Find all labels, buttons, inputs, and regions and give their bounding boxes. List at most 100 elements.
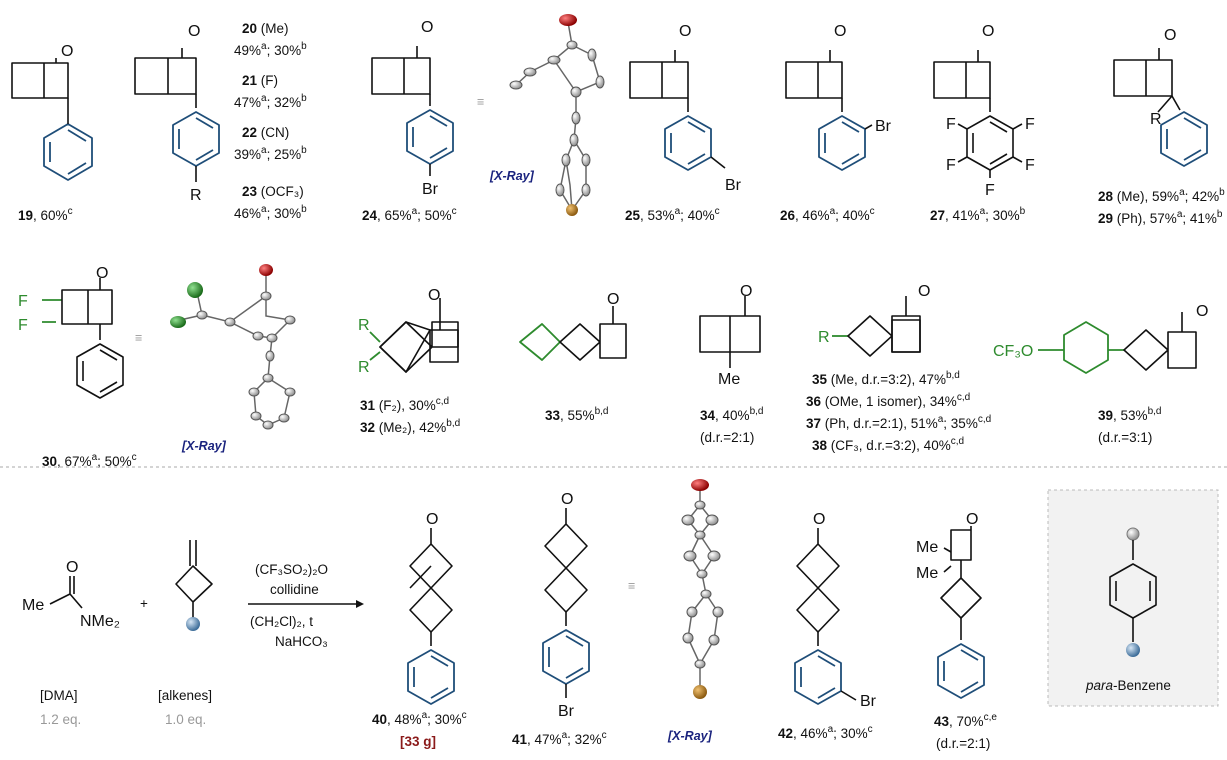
compound-30: F F O 30, 67%a; 50%c bbox=[18, 265, 137, 469]
svg-text:Br: Br bbox=[725, 177, 742, 194]
svg-text:31 (F₂), 30%c,d: 31 (F₂), 30%c,d bbox=[360, 396, 449, 413]
svg-text:(CH₂Cl)₂, t: (CH₂Cl)₂, t bbox=[250, 614, 313, 629]
svg-text:Br: Br bbox=[860, 693, 877, 710]
compound-34: O Me 34, 40%b,d (d.r.=2:1) bbox=[699, 283, 763, 445]
svg-text:24, 65%a; 50%c: 24, 65%a; 50%c bbox=[362, 206, 457, 223]
svg-text:(CF₃SO₂)₂O: (CF₃SO₂)₂O bbox=[255, 562, 328, 577]
svg-text:O: O bbox=[607, 291, 619, 308]
svg-text:F: F bbox=[18, 317, 28, 334]
svg-text:[alkenes]: [alkenes] bbox=[158, 688, 212, 703]
compound-31-32: R R O 31 (F₂), 30%c,d 32 (Me₂), 42%b,d bbox=[358, 287, 460, 435]
svg-text:39, 53%b,d: 39, 53%b,d bbox=[1098, 406, 1161, 423]
svg-text:22 (CN): 22 (CN) bbox=[242, 125, 289, 140]
svg-text:NMe₂: NMe₂ bbox=[80, 613, 120, 630]
svg-text:29 (Ph), 57%a; 41%b: 29 (Ph), 57%a; 41%b bbox=[1098, 209, 1223, 226]
svg-text:R: R bbox=[1150, 111, 1162, 128]
compound-28-29: O R 28 (Me), 59%a; 42%b 29 (Ph), 57%a; 4… bbox=[1098, 27, 1225, 226]
svg-text:(d.r.=2:1): (d.r.=2:1) bbox=[936, 736, 990, 751]
compound-25: O Br 25, 53%a; 40%c bbox=[625, 23, 742, 223]
compound-35-38: R O 35 (Me, d.r.=3:2), 47%b,d 36 (OMe, 1… bbox=[806, 283, 991, 453]
svg-text:1.0 eq.: 1.0 eq. bbox=[165, 712, 206, 727]
plus-sign: + bbox=[140, 596, 148, 611]
svg-text:23 (OCF₃): 23 (OCF₃) bbox=[242, 184, 304, 199]
svg-text:42, 46%a; 30%c: 42, 46%a; 30%c bbox=[778, 724, 873, 741]
svg-text:F: F bbox=[1025, 116, 1035, 133]
svg-text:F: F bbox=[18, 293, 28, 310]
svg-text:Br: Br bbox=[875, 118, 892, 135]
compound-42: O Br 42, 46%a; 30%c bbox=[778, 511, 877, 741]
xray-structure-41 bbox=[681, 479, 724, 699]
svg-text:≡: ≡ bbox=[628, 579, 635, 593]
svg-text:[DMA]: [DMA] bbox=[40, 688, 78, 703]
svg-text:R: R bbox=[818, 329, 830, 346]
svg-text:33, 55%b,d: 33, 55%b,d bbox=[545, 406, 608, 423]
svg-text:(d.r.=2:1): (d.r.=2:1) bbox=[700, 430, 754, 445]
xray-label: [X-Ray] bbox=[489, 169, 535, 183]
svg-text:20 (Me): 20 (Me) bbox=[242, 21, 289, 36]
compound-41: O Br 41, 47%a; 32%c bbox=[512, 491, 607, 747]
svg-text:41, 47%a; 32%c: 41, 47%a; 32%c bbox=[512, 730, 607, 747]
compound-24: O Br 24, 65%a; 50%c bbox=[362, 19, 457, 223]
svg-text:≡: ≡ bbox=[135, 331, 142, 345]
svg-text:NaHCO₃: NaHCO₃ bbox=[275, 634, 328, 649]
svg-text:32 (Me₂), 42%b,d: 32 (Me₂), 42%b,d bbox=[360, 418, 460, 435]
svg-text:O: O bbox=[679, 23, 691, 40]
svg-text:Br: Br bbox=[422, 181, 439, 198]
svg-text:38 (CF₃, d.r.=3:2), 40%c,d: 38 (CF₃, d.r.=3:2), 40%c,d bbox=[812, 436, 964, 453]
svg-text:21 (F): 21 (F) bbox=[242, 73, 278, 88]
label-19: 19, 60%c bbox=[18, 206, 73, 223]
svg-text:47%a; 32%b: 47%a; 32%b bbox=[234, 93, 307, 110]
svg-text:O: O bbox=[834, 23, 846, 40]
compound-20-23: O R 20 (Me) 49%a; 30%b 21 (F) 47%a; 32%b… bbox=[134, 21, 307, 221]
svg-text:O: O bbox=[426, 511, 438, 528]
svg-text:1.2 eq.: 1.2 eq. bbox=[40, 712, 81, 727]
svg-text:46%a; 30%b: 46%a; 30%b bbox=[234, 204, 307, 221]
svg-text:Me: Me bbox=[22, 597, 44, 614]
svg-text:CF₃O: CF₃O bbox=[993, 343, 1033, 360]
svg-text:O: O bbox=[1164, 27, 1176, 44]
svg-text:40, 48%a; 30%c: 40, 48%a; 30%c bbox=[372, 710, 467, 727]
svg-text:34, 40%b,d: 34, 40%b,d bbox=[700, 406, 763, 423]
reagent-alkene: [alkenes] 1.0 eq. bbox=[158, 540, 213, 727]
svg-text:O: O bbox=[918, 283, 930, 300]
svg-text:R: R bbox=[190, 187, 202, 204]
svg-text:36 (OMe, 1 isomer), 34%c,d: 36 (OMe, 1 isomer), 34%c,d bbox=[806, 392, 970, 409]
compound-27: O F F F F F 27, 41%a; 30%b bbox=[930, 23, 1035, 223]
svg-text:35 (Me, d.r.=3:2), 47%b,d: 35 (Me, d.r.=3:2), 47%b,d bbox=[812, 370, 960, 387]
reaction-arrow: (CF₃SO₂)₂O collidine (CH₂Cl)₂, t NaHCO₃ bbox=[248, 562, 364, 649]
oxygen-atom: O bbox=[61, 43, 73, 60]
svg-text:O: O bbox=[96, 265, 108, 282]
compound-43: O Me Me 43, 70%c,e (d.r.=2:1) bbox=[916, 511, 997, 751]
svg-text:R: R bbox=[358, 359, 370, 376]
xray-structure-24 bbox=[509, 14, 605, 216]
svg-text:30, 67%a; 50%c: 30, 67%a; 50%c bbox=[42, 452, 137, 469]
svg-text:F: F bbox=[985, 182, 995, 199]
svg-text:O: O bbox=[188, 23, 200, 40]
svg-text:collidine: collidine bbox=[270, 582, 319, 597]
svg-text:(d.r.=3:1): (d.r.=3:1) bbox=[1098, 430, 1152, 445]
svg-text:O: O bbox=[428, 287, 440, 304]
compound-19: O 19, 60%c bbox=[11, 43, 93, 223]
svg-text:O: O bbox=[421, 19, 433, 36]
svg-text:Me: Me bbox=[718, 371, 740, 388]
svg-text:Br: Br bbox=[558, 703, 575, 720]
svg-text:25, 53%a; 40%c: 25, 53%a; 40%c bbox=[625, 206, 720, 223]
svg-text:O: O bbox=[1196, 303, 1208, 320]
para-benzene-label: para-Benzene bbox=[1085, 678, 1171, 693]
svg-text:Me: Me bbox=[916, 565, 938, 582]
svg-text:43, 70%c,e: 43, 70%c,e bbox=[934, 712, 997, 729]
svg-text:Me: Me bbox=[916, 539, 938, 556]
svg-text:49%a; 30%b: 49%a; 30%b bbox=[234, 41, 307, 58]
reagent-dma: Me O NMe₂ [DMA] 1.2 eq. bbox=[22, 559, 120, 727]
svg-text:F: F bbox=[946, 157, 956, 174]
svg-text:[33 g]: [33 g] bbox=[400, 734, 436, 749]
svg-text:O: O bbox=[813, 511, 825, 528]
svg-text:F: F bbox=[1025, 157, 1035, 174]
para-benzene-box: para-Benzene bbox=[1047, 489, 1219, 707]
svg-text:O: O bbox=[561, 491, 573, 508]
svg-text:27, 41%a; 30%b: 27, 41%a; 30%b bbox=[930, 206, 1026, 223]
svg-text:O: O bbox=[66, 559, 78, 576]
xray-structure-30 bbox=[170, 264, 296, 430]
svg-text:39%a; 25%b: 39%a; 25%b bbox=[234, 145, 307, 162]
